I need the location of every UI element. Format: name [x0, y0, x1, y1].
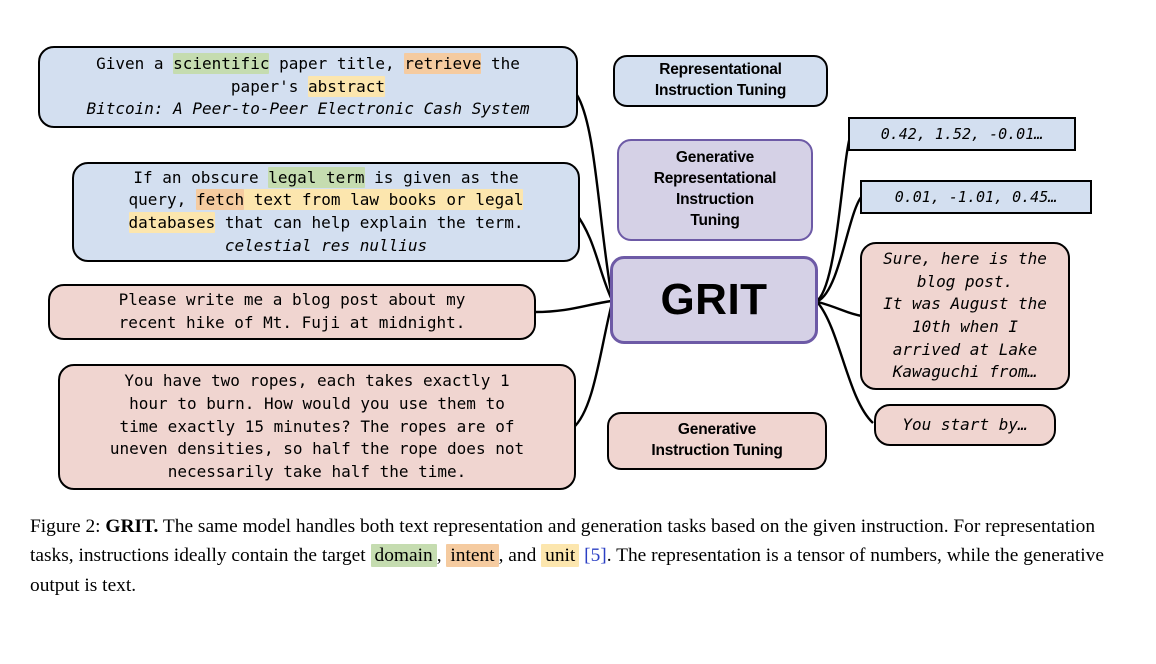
bubble-line: arrived at Lake [892, 339, 1038, 359]
legal-term-instruction-bubble: If an obscure legal term is given as the… [72, 162, 580, 262]
bubble-line: It was August the [883, 294, 1047, 314]
edge-grit-to-output1 [817, 132, 853, 301]
caption-text-part2: . The representation is a tensor of numb… [30, 545, 1104, 596]
bubble-line: celestial res nullius [224, 235, 428, 255]
edge-input4-to-grit [572, 302, 614, 429]
stage-generative-representational-instruction-tuning: Generative Representational Instruction … [617, 139, 813, 241]
caption-figure-label: Figure 2: [30, 516, 101, 537]
bubble-line: You start by… [902, 414, 1028, 434]
bubble-line: hour to burn. How would you use them to [129, 393, 505, 413]
rope-puzzle-instruction-bubble: You have two ropes, each takes exactly 1… [58, 364, 576, 490]
caption-figure-title: GRIT. [105, 516, 159, 537]
bubble-line: query, fetch text from law books or lega… [128, 189, 524, 211]
bubble-line: Kawaguchi from… [892, 362, 1038, 382]
blog-post-instruction-bubble: Please write me a blog post about my rec… [48, 284, 536, 340]
stage-label-line: Instruction Tuning [651, 442, 783, 459]
bubble-line: 10th when I [912, 317, 1018, 336]
caption-term-intent: intent [446, 544, 499, 568]
bubble-line: blog post. [916, 271, 1014, 291]
rope-answer-output-bubble: You start by… [874, 404, 1056, 446]
bubble-line: If an obscure legal term is given as the [133, 166, 519, 188]
stage-label-line: Representational [659, 61, 782, 79]
caption-term-unit: unit [541, 544, 580, 568]
stage-label-line: Generative [677, 421, 757, 439]
edge-input2-to-grit [574, 211, 614, 301]
caption-sep1: , [436, 545, 447, 567]
caption-sep2: , and [498, 545, 542, 567]
edge-grit-to-output2 [817, 195, 863, 303]
bubble-line: Bitcoin: A Peer-to-Peer Electronic Cash … [86, 99, 530, 119]
edge-input1-to-grit [574, 91, 614, 299]
caption-text-part1: The same model handles both text represe… [30, 516, 1096, 567]
stage-generative-instruction-tuning: Generative Instruction Tuning [607, 412, 827, 470]
stage-label-line: Representational [653, 170, 777, 188]
grit-model-node: GRIT [610, 256, 818, 344]
bubble-line: Given a scientific paper title, retrieve… [96, 52, 520, 74]
figure-caption: Figure 2: GRIT. The same model handles b… [30, 512, 1126, 600]
stage-representational-instruction-tuning: Representational Instruction Tuning [613, 55, 828, 107]
caption-term-domain: domain [370, 544, 437, 568]
stage-label-line: Generative [675, 149, 755, 167]
grit-model-label: GRIT [660, 275, 768, 324]
stage-label-line: Tuning [690, 211, 740, 229]
retrieval-instruction-bubble: Given a scientific paper title, retrieve… [38, 46, 578, 128]
stage-label-line: Instruction Tuning [654, 82, 787, 99]
bubble-line: Please write me a blog post about my [118, 290, 466, 310]
edge-grit-to-output3 [817, 300, 863, 318]
bubble-line: Sure, here is the [883, 248, 1047, 268]
bubble-line: databases that can help explain the term… [128, 212, 524, 233]
caption-citation[interactable]: [5] [584, 545, 607, 567]
figure-diagram: Given a scientific paper title, retrieve… [38, 46, 1092, 490]
bubble-line: paper's abstract [230, 75, 386, 97]
bubble-line: You have two ropes, each takes exactly 1 [124, 371, 510, 391]
bubble-line: uneven densities, so half the rope does … [109, 439, 525, 459]
bubble-line: necessarily take half the time. [167, 462, 467, 482]
bubble-line: time exactly 15 minutes? The ropes are o… [119, 416, 515, 436]
blog-post-output-bubble: Sure, here is the blog post. It was Augu… [860, 242, 1070, 390]
embedding-value: 0.42, 1.52, -0.01… [880, 125, 1044, 143]
embedding-output-2: 0.01, -1.01, 0.45… [860, 180, 1092, 214]
stage-label-line: Instruction [676, 191, 754, 208]
embedding-output-1: 0.42, 1.52, -0.01… [848, 117, 1076, 151]
bubble-line: recent hike of Mt. Fuji at midnight. [118, 313, 466, 332]
edge-input3-to-grit [534, 299, 613, 314]
embedding-value: 0.01, -1.01, 0.45… [894, 188, 1058, 206]
connector-edges [534, 91, 874, 429]
edge-grit-to-output4 [817, 302, 874, 424]
